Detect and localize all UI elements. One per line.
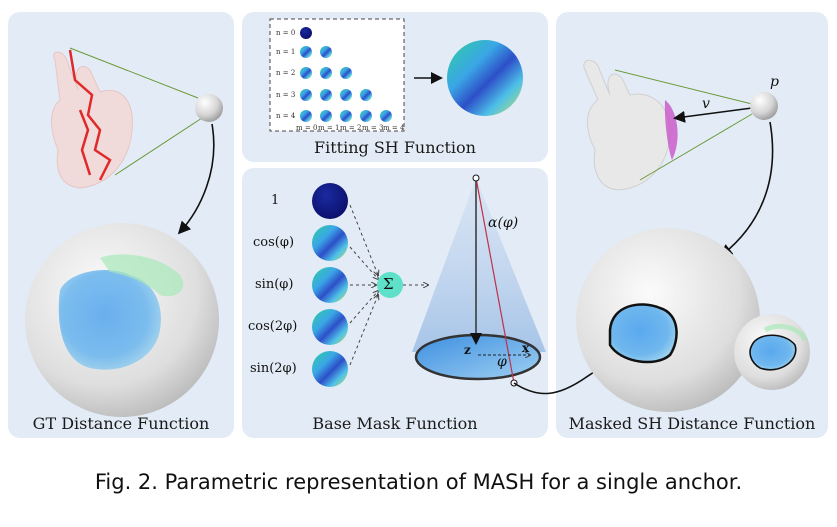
masked-arrow <box>719 121 774 257</box>
sh-row-label-3: n = 3 <box>276 91 296 99</box>
sh-row-label-0: n = 0 <box>276 29 296 37</box>
sh-col-label-4: m = 4 <box>383 124 405 132</box>
z-axis-label: z <box>464 343 471 357</box>
gt-arrow <box>177 123 215 235</box>
sh-row-label-1: n = 1 <box>276 48 296 56</box>
sh-col-label-3: m = 3 <box>362 124 384 132</box>
gt-anchor-sphere <box>195 94 223 122</box>
sh-grid-spheres <box>300 27 392 122</box>
masked-panel-label: Masked SH Distance Function <box>568 414 816 433</box>
mask-term-2: sin(φ) <box>255 277 294 292</box>
sum-node <box>377 272 403 298</box>
sum-symbol: Σ <box>383 275 394 293</box>
phi-label: φ <box>497 354 507 370</box>
masked-bunny <box>583 59 678 191</box>
fitting-panel-label: Fitting SH Function <box>314 138 476 157</box>
gt-panel-label: GT Distance Function <box>32 414 210 433</box>
gt-sight-line-bottom <box>114 117 203 176</box>
sh-row-label-2: n = 2 <box>276 69 296 77</box>
masked-anchor-sphere <box>750 92 778 120</box>
base-mask-panel-label: Base Mask Function <box>312 414 478 433</box>
view-vector-arrow <box>673 107 753 123</box>
mask-discs <box>312 183 348 387</box>
fitted-sh-sphere <box>447 40 523 116</box>
mask-cone <box>412 178 546 352</box>
mask-term-0: 1 <box>271 193 280 208</box>
x-axis-label: x <box>522 341 530 355</box>
sh-col-label-2: m = 2 <box>340 124 362 132</box>
alpha-label: α(φ) <box>488 215 519 231</box>
mask-term-4: sin(2φ) <box>250 361 297 376</box>
cone-edge-line <box>475 177 515 384</box>
mask-term-1: cos(φ) <box>253 235 295 250</box>
mask-term-3: cos(2φ) <box>248 319 298 334</box>
anchor-p-label: p <box>770 74 779 90</box>
gt-distance-blob <box>58 270 161 370</box>
gt-sight-line-top <box>69 47 199 99</box>
mask-dashed-arrows <box>349 204 428 366</box>
figure-caption: Fig. 2. Parametric representation of MAS… <box>94 470 743 494</box>
sh-col-label-1: m = 1 <box>318 124 340 132</box>
masked-region <box>608 303 678 364</box>
view-v-label: v <box>702 96 710 112</box>
gt-bunny <box>51 49 133 189</box>
sh-row-label-4: n = 4 <box>276 112 296 120</box>
sh-col-label-0: m = 0 <box>296 124 318 132</box>
